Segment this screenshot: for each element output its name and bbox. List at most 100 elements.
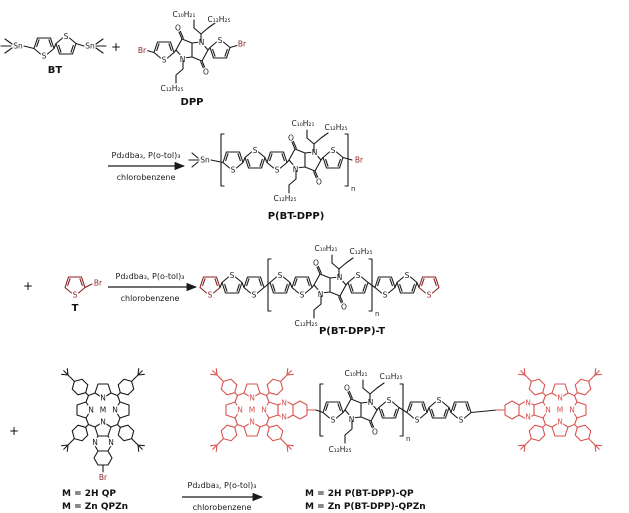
trimethylstannyl-left xyxy=(0,38,13,54)
thiophene-ring xyxy=(395,269,419,295)
dpp-structure: Br Br C₁₀H₂₁ C₁₂H₂₅ C₁₂H₂₅ DPP xyxy=(137,9,249,108)
qp-structure: N N Br xyxy=(59,366,147,483)
thiophene-ring xyxy=(32,36,56,62)
dpp-label: DPP xyxy=(181,97,204,108)
porphyrin-macrocycle xyxy=(59,366,147,454)
c10h21-formula: C₁₀H₂₁ xyxy=(315,244,338,253)
bromine-atom-label: Br xyxy=(238,40,247,49)
thiophene-ring xyxy=(321,144,345,170)
repeat-subscript: n xyxy=(375,310,379,318)
bromine-atom-label: Br xyxy=(138,46,147,55)
bond xyxy=(53,42,57,50)
porphyrin-macrocycle xyxy=(208,366,296,454)
bond xyxy=(75,42,85,47)
solvent-text: chlorobenzene xyxy=(121,294,180,303)
solvent-text: chlorobenzene xyxy=(117,173,176,182)
bonds xyxy=(219,281,420,289)
catalyst-text: Pd₂dba₃, P(o-tol)₃ xyxy=(116,272,185,281)
c10h21-formula: C₁₀H₂₁ xyxy=(173,10,196,19)
thiophene-ring xyxy=(377,394,401,420)
catalyst-text: Pd₂dba₃, P(o-tol)₃ xyxy=(112,151,181,160)
qp-legend-2: M = Zn QPZn xyxy=(62,502,128,512)
thiophene-ring xyxy=(265,150,289,176)
plus-sign: + xyxy=(111,40,121,54)
c12h25-formula: C₁₂H₂₅ xyxy=(325,123,348,132)
porphyrin-right: N N xyxy=(495,366,604,454)
bromine-atom-label: Br xyxy=(355,156,364,165)
terminal-thiophene-left xyxy=(198,275,222,301)
product3-legend-2: M = Zn P(BT-DPP)-QPZn xyxy=(305,502,426,512)
repeat-subscript: n xyxy=(351,185,355,193)
nitrogen-atom-label: N xyxy=(108,438,114,447)
bond xyxy=(23,45,35,50)
polymer-backbone: n C₁₀H₂₁ C₁₂H₂₅ C₁₂H₂₅ xyxy=(219,243,420,329)
qp-legend-1: M = 2H QP xyxy=(62,489,116,499)
thiophene-ring xyxy=(346,269,370,295)
t-structure: Br xyxy=(63,275,104,301)
reaction-3: Pd₂dba₃, P(o-tol)₃ chlorobenzene xyxy=(182,481,264,512)
thiophene-ring xyxy=(449,400,473,426)
nitrogen-atom-label: N xyxy=(525,413,531,422)
polymer-backbone: n C₁₀H₂₁ C₁₂H₂₅ C₁₂H₂₅ xyxy=(315,368,498,455)
alkyl-chain xyxy=(362,379,385,403)
tin-atom-label: Sn xyxy=(13,42,23,51)
thiophene-ring xyxy=(152,40,176,66)
bt-structure: Sn Sn BT xyxy=(0,30,107,76)
tin-atom-label: Sn xyxy=(85,42,95,51)
thiophene-ring xyxy=(427,394,451,420)
plus-sign: + xyxy=(9,424,19,438)
nitrogen-atom-label: N xyxy=(281,399,287,408)
alkyl-chain xyxy=(306,129,329,153)
c10h21-formula: C₁₀H₂₁ xyxy=(292,119,315,128)
thiophene-ring xyxy=(242,275,266,301)
p-bt-dpp-qp-structure: N N n C₁₀H₂₁ C₁₂H₂₅ C₁₂H₂₅ N N xyxy=(208,366,604,512)
bonds xyxy=(146,44,238,54)
c12h25-formula: C₁₂H₂₅ xyxy=(161,84,184,93)
trimethylstannyl-right xyxy=(95,38,107,54)
p-bt-dpp-label: P(BT-DPP) xyxy=(268,211,325,222)
c10h21-formula: C₁₀H₂₁ xyxy=(345,369,368,378)
trimethylstannyl-end xyxy=(188,152,200,168)
bt-label: BT xyxy=(48,65,63,76)
repeat-subscript: n xyxy=(406,435,410,443)
nitrogen-atom-label: N xyxy=(525,399,531,408)
c12h25-formula: C₁₂H₂₅ xyxy=(274,194,297,203)
tin-atom-label: Sn xyxy=(200,156,210,165)
bond xyxy=(84,283,93,289)
thiophene-ring xyxy=(243,144,267,170)
thiophene-ring xyxy=(405,400,429,426)
bromine-atom-label: Br xyxy=(94,279,103,288)
porphyrin-left: N N xyxy=(208,366,317,454)
thiophene-ring xyxy=(54,30,78,56)
thiophene-ring xyxy=(220,269,244,295)
thiophene-ring xyxy=(373,275,397,301)
p-bt-dpp-t-structure: n C₁₀H₂₁ C₁₂H₂₅ C₁₂H₂₅ P(BT-DPP)-T xyxy=(198,243,441,337)
reaction-1: Pd₂dba₃, P(o-tol)₃ chlorobenzene xyxy=(108,151,186,182)
solvent-text: chlorobenzene xyxy=(193,503,252,512)
thiophene-ring xyxy=(321,400,345,426)
left-bracket xyxy=(319,383,324,437)
terminal-thiophene-right xyxy=(417,275,441,301)
plus-sign: + xyxy=(23,279,33,293)
thiophene-ring xyxy=(208,34,232,60)
catalyst-text: Pd₂dba₃, P(o-tol)₃ xyxy=(188,481,257,490)
p-bt-dpp-t-label: P(BT-DPP)-T xyxy=(319,326,385,337)
c12h25-formula: C₁₂H₂₅ xyxy=(380,372,403,381)
thiophene-ring xyxy=(221,150,245,176)
thiophene-ring xyxy=(63,275,87,301)
bonds xyxy=(315,406,498,414)
nitrogen-atom-label: N xyxy=(92,438,98,447)
right-bracket xyxy=(344,133,349,187)
nitrogen-atom-label: N xyxy=(281,413,287,422)
alkyl-chain xyxy=(175,60,184,84)
bromine-atom-label: Br xyxy=(99,473,108,482)
porphyrin-macrocycle xyxy=(516,366,604,454)
reaction-2: Pd₂dba₃, P(o-tol)₃ chlorobenzene xyxy=(108,272,198,303)
t-label: T xyxy=(72,303,79,314)
c12h25-formula: C₁₂H₂₅ xyxy=(350,247,373,256)
thiophene-ring xyxy=(290,275,314,301)
product3-legend-1: M = 2H P(BT-DPP)-QP xyxy=(305,489,414,499)
alkyl-chain xyxy=(288,170,297,194)
